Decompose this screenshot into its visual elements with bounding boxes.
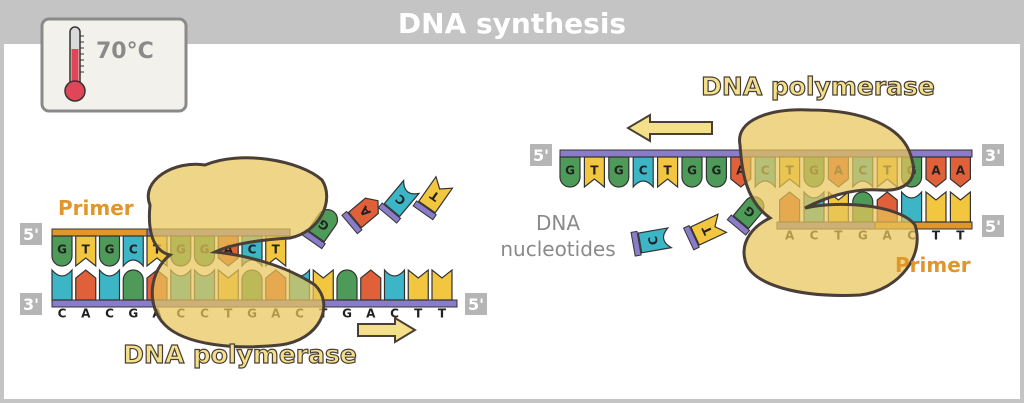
nucleotide-letter: G: [342, 307, 352, 321]
temperature-badge: 70°C: [40, 17, 188, 113]
right-dna-polymerase-enzyme: [738, 108, 919, 297]
left-free-nucleotide: C: [377, 178, 421, 224]
nucleotide-letter: C: [129, 243, 138, 257]
nucleotide-letter: T: [438, 307, 447, 321]
title: DNA synthesis: [398, 7, 626, 40]
left-top-5prime: 5': [23, 225, 39, 244]
nucleotide-letter: A: [956, 164, 966, 178]
thermometer-icon: [64, 26, 86, 102]
nucleotide-letter: A: [366, 307, 376, 321]
left-top-nucleotide: C: [122, 235, 144, 268]
nucleotide-letter: G: [57, 243, 67, 257]
nucleotide-letter: T: [932, 229, 941, 243]
nucleotide-letter: A: [931, 164, 941, 178]
left-bottom-nucleotide: C: [51, 268, 73, 321]
left-enzyme-label: DNA polymerase: [123, 340, 357, 369]
right-top-nucleotide: G: [705, 156, 728, 188]
nucleotide-letter: G: [711, 164, 721, 178]
right-free-nucleotide: T: [682, 213, 728, 251]
right-bottom-nucleotide: T: [949, 190, 972, 243]
left-top-nucleotide: T: [75, 235, 97, 268]
left-bottom-nucleotide: T: [407, 268, 429, 321]
left-bottom-nucleotide: T: [431, 268, 453, 321]
right-free-nucleotide: C: [630, 227, 674, 257]
right-top-nucleotide: T: [583, 156, 606, 189]
left-bottom-nucleotide: C: [98, 268, 121, 321]
right-bottom-nucleotide: T: [925, 190, 947, 243]
nucleotide-letter: T: [664, 164, 673, 178]
nucleotide-letter: T: [272, 243, 281, 257]
nucleotide-letter: C: [390, 307, 399, 321]
right-direction-arrow-icon: [357, 316, 417, 344]
right-top-nucleotide: G: [608, 156, 630, 188]
right-top-nucleotide: G: [681, 156, 703, 188]
nucleotide-letter: T: [590, 164, 599, 178]
nucleotide-letter: T: [414, 307, 423, 321]
nucleotide-letter: C: [646, 235, 661, 246]
nucleotide-letter: G: [105, 243, 115, 257]
right-top-nucleotide: G: [559, 156, 581, 188]
left-dna-polymerase-enzyme: [146, 156, 329, 349]
right-primer-label: Primer: [895, 253, 971, 277]
nucleotide-letter: C: [248, 243, 257, 257]
left-free-nucleotide: A: [341, 197, 379, 235]
nucleotide-letter: T: [153, 243, 162, 257]
nucleotide-letter: A: [736, 164, 746, 178]
nucleotide-letter: T: [956, 229, 965, 243]
nucleotide-letter: C: [105, 307, 114, 321]
nucleotide-letter: G: [128, 307, 138, 321]
right-top-nucleotide: C: [632, 156, 654, 189]
left-direction-arrow-icon: [626, 113, 713, 143]
nucleotide-letter: C: [58, 307, 67, 321]
left-primer-label: Primer: [58, 196, 134, 220]
nucleotide-letter: T: [82, 243, 91, 257]
left-top-nucleotide: G: [98, 235, 121, 267]
nucleotide-letter: G: [687, 164, 697, 178]
nucleotide-letter: A: [81, 307, 91, 321]
right-top-5prime: 5': [533, 146, 549, 165]
left-bottom-5prime: 5': [468, 295, 484, 314]
right-bottom-5prime: 5': [985, 217, 1001, 236]
nucleotides-label-line1: DNA: [536, 211, 580, 235]
right-top-nucleotide: A: [949, 156, 972, 188]
left-free-nucleotide: G: [301, 209, 339, 250]
temperature-value: 70°C: [96, 39, 154, 64]
nucleotides-label-line2: nucleotides: [500, 237, 615, 261]
right-enzyme-label: DNA polymerase: [701, 72, 935, 101]
left-bottom-nucleotide: G: [336, 269, 358, 321]
left-bottom-nucleotide: C: [383, 268, 406, 321]
nucleotide-letter: G: [565, 164, 575, 178]
right-top-nucleotide: T: [656, 156, 679, 189]
left-free-nucleotide: T: [412, 175, 454, 221]
left-primer-backbone: [51, 228, 148, 237]
right-top-nucleotide: A: [925, 156, 947, 188]
right-top-3prime: 3': [985, 146, 1001, 165]
nucleotide-letter: A: [224, 243, 234, 257]
left-bottom-nucleotide: A: [360, 269, 382, 321]
nucleotide-letter: G: [614, 164, 624, 178]
left-bottom-nucleotide: G: [122, 269, 144, 321]
left-bottom-3prime: 3': [23, 295, 39, 314]
left-bottom-nucleotide: A: [75, 269, 97, 321]
left-top-nucleotide: G: [51, 235, 73, 267]
nucleotide-letter: C: [639, 164, 648, 178]
